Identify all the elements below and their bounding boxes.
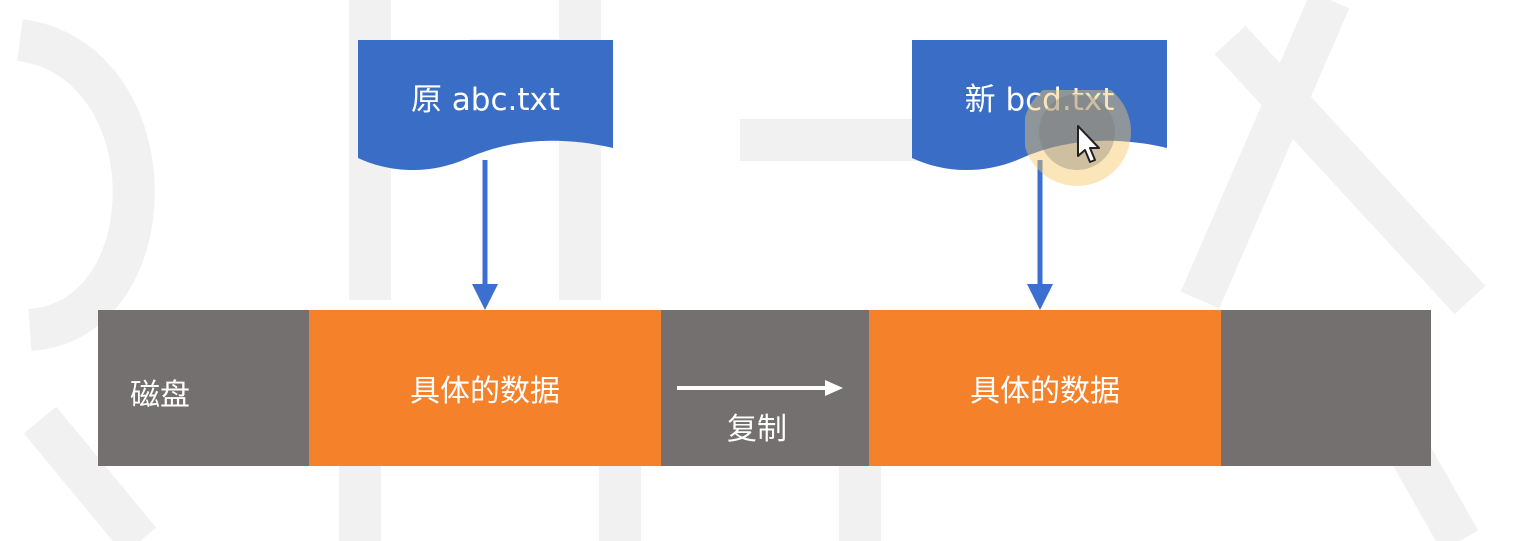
source-file-label: 原 abc.txt [410,81,561,118]
mouse-cursor-icon [1025,90,1131,186]
source-file-document: 原 abc.txt [358,40,613,180]
disk-label-segment: 磁盘 [98,310,309,466]
new-file-document: 新 bcd.txt [912,40,1167,180]
copy-arrow-icon [677,380,843,396]
copy-segment: 复制 [661,310,869,466]
data-block-1-label: 具体的数据 [410,374,560,409]
document-shape-icon [358,40,613,171]
document-shape-icon [912,40,1167,171]
new-file-label: 新 bcd.txt [964,81,1115,118]
disk-label: 磁盘 [130,378,190,413]
data-block-2-label: 具体的数据 [970,374,1120,409]
new-file-arrow [1027,160,1053,310]
disk-bar: 磁盘 具体的数据 复制 具体的数据 [98,310,1431,466]
disk-free-segment [1221,310,1431,466]
copy-label: 复制 [727,412,787,447]
data-block-1: 具体的数据 [309,310,661,466]
source-file-arrow [472,160,498,310]
data-block-2: 具体的数据 [869,310,1221,466]
